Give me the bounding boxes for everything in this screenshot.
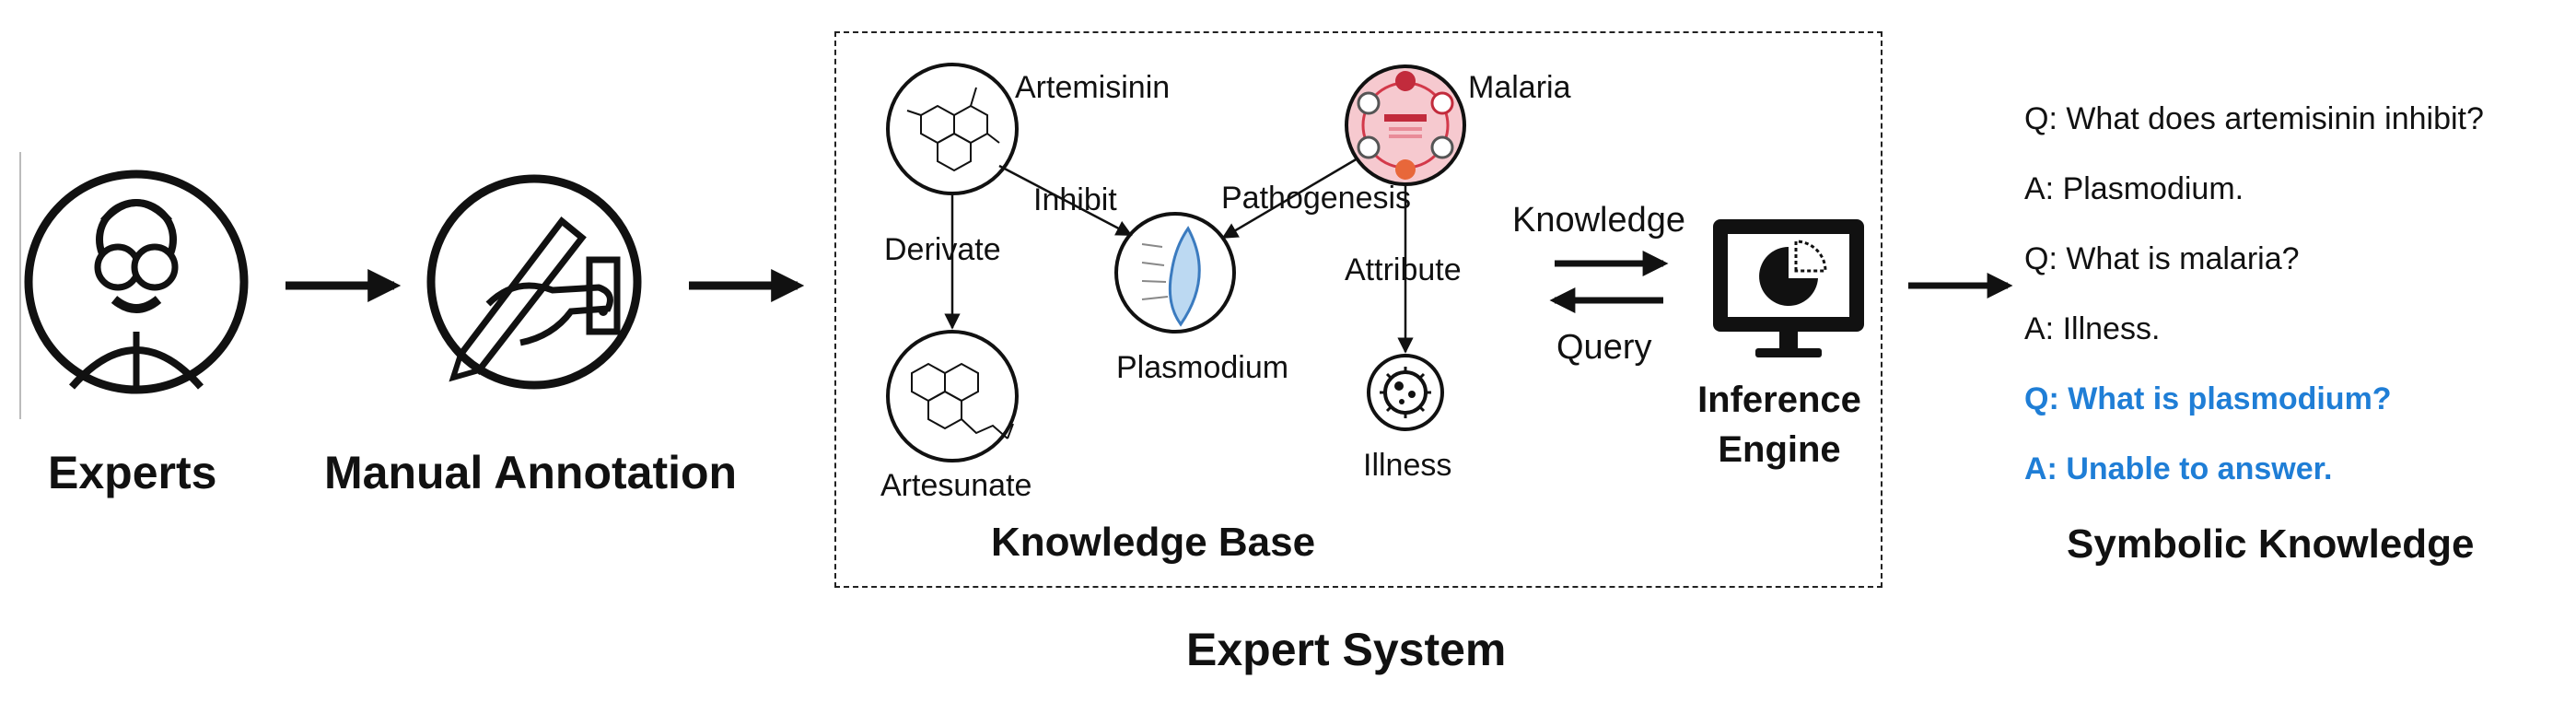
qa-line: Q: What does artemisinin inhibit? [2024, 101, 2484, 136]
expert-system-title: Expert System [1186, 624, 1507, 675]
inference-engine-line1: Inference [1697, 380, 1861, 420]
manual-annotation-label: Manual Annotation [324, 447, 738, 498]
artemisinin-node [886, 63, 1019, 195]
hand-pen-icon [426, 174, 642, 390]
edge-inhibit [998, 164, 1133, 237]
qa-line: Q: What is malaria? [2024, 241, 2300, 276]
knowledge-base-box [834, 31, 1882, 588]
illness-node [1367, 354, 1444, 431]
artesunate-node [886, 330, 1019, 462]
expert-face-icon [24, 170, 249, 394]
symbolic-knowledge-title: Symbolic Knowledge [2067, 521, 2475, 567]
node-label-artemisinin: Artemisinin [1015, 70, 1171, 105]
qa-line-highlight: Q: What is plasmodium? [2024, 381, 2392, 416]
relation-label-inhibit: Inhibit [1033, 182, 1117, 217]
qa-line-highlight: A: Unable to answer. [2024, 451, 2333, 486]
edge-pathogenesis [1221, 157, 1358, 240]
node-label-malaria: Malaria [1468, 70, 1571, 105]
node-label-illness: Illness [1363, 448, 1452, 483]
relation-label-pathogenesis: Pathogenesis [1221, 181, 1412, 216]
malaria-node [1345, 64, 1466, 186]
plasmodium-cell-icon [1141, 226, 1201, 327]
relation-label-attribute: Attribute [1345, 252, 1462, 287]
plasmodium-node [1114, 212, 1236, 334]
knowledge-base-title: Knowledge Base [991, 520, 1316, 565]
node-label-artesunate: Artesunate [880, 468, 1032, 503]
qa-line: A: Illness. [2024, 311, 2161, 346]
virus-icon [1380, 367, 1431, 418]
experts-label: Experts [48, 447, 217, 498]
molecule-icon [911, 362, 1014, 439]
monitor-pie-icon [1713, 219, 1864, 357]
inference-engine-line2: Engine [1718, 429, 1841, 470]
node-label-plasmodium: Plasmodium [1116, 350, 1289, 385]
molecule-icon [906, 87, 1000, 172]
exchange-label-knowledge: Knowledge [1512, 201, 1686, 240]
qa-line: A: Plasmodium. [2024, 171, 2244, 206]
relation-label-derivate: Derivate [884, 232, 1001, 267]
exchange-label-query: Query [1556, 328, 1652, 367]
